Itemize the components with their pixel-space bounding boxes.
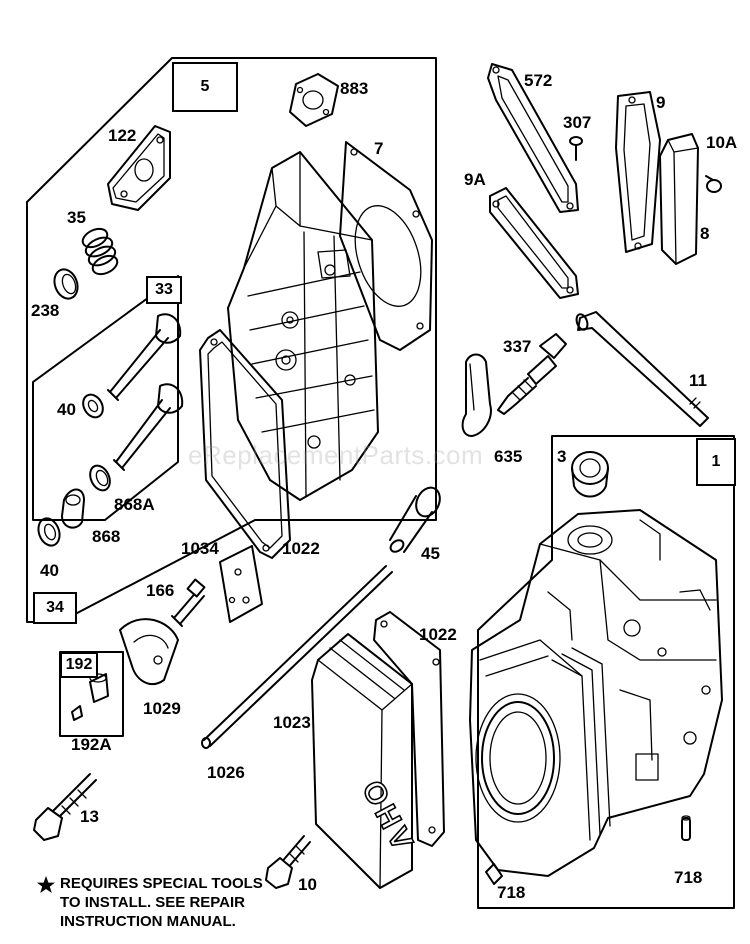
seal-868a-shape (89, 464, 111, 492)
tube-45-shape (389, 486, 441, 553)
part-label-3: 3 (557, 447, 567, 466)
part-label-13: 13 (80, 807, 99, 826)
part-label-10a: 10A (706, 133, 738, 152)
gasket-572-shape (487, 63, 579, 213)
note-line-2: TO INSTALL. SEE REPAIR (60, 894, 246, 911)
part-label-35: 35 (67, 208, 86, 227)
plug-boot-635-shape (461, 353, 492, 437)
gasket-883-shape (289, 73, 339, 127)
part-label-868a: 868A (114, 495, 155, 514)
cap-238-shape (53, 268, 79, 300)
part-label-10: 10 (298, 875, 317, 894)
part-label-1029: 1029 (143, 699, 181, 718)
rocker-cover-1023-shape (311, 633, 413, 889)
crankcase-1-shape (469, 509, 723, 877)
cover-plate-8-shape (659, 133, 699, 265)
group-label-5: 5 (172, 62, 238, 112)
part-label-718a: 718 (497, 883, 526, 902)
group-label-192: 192 (60, 652, 98, 678)
breather-tube-11-shape (575, 311, 709, 427)
part-label-883: 883 (340, 79, 369, 98)
seal-868-shape (61, 488, 85, 529)
part-label-1022b: 1022 (419, 625, 457, 644)
valve-spring-35-shape (81, 227, 119, 276)
gasket-9a-shape (489, 187, 579, 299)
part-label-635: 635 (494, 447, 523, 466)
part-label-8: 8 (700, 224, 710, 243)
retainer-40a-shape (82, 393, 104, 419)
valve-exhaust-shape (113, 383, 184, 471)
group-1-frame (477, 435, 735, 909)
special-tools-note: REQUIRES SPECIAL TOOLS TO INSTALL. SEE R… (40, 874, 263, 931)
part-label-868: 868 (92, 527, 121, 546)
part-label-45: 45 (421, 544, 440, 563)
group-label-33: 33 (146, 276, 182, 304)
screw-307-shape (569, 136, 583, 161)
cylinder-head-shape (227, 151, 379, 501)
bolt-10-shape (265, 835, 311, 889)
group-5-frame (26, 57, 437, 623)
plate-1034-shape (219, 545, 263, 623)
rocker-gasket-1022b-shape (373, 611, 445, 847)
cover-ohv-text: OHV (355, 775, 420, 858)
part-label-1022a: 1022 (282, 539, 320, 558)
part-label-122: 122 (108, 126, 137, 145)
valve-intake-shape (107, 313, 182, 401)
dowel-718a-shape (485, 863, 503, 885)
part-label-166: 166 (146, 581, 175, 600)
push-rod-1026-shape (201, 565, 393, 749)
adjuster-192-shape (71, 673, 109, 721)
group-label-34: 34 (33, 592, 77, 624)
part-label-40b: 40 (40, 561, 59, 580)
retainer-40b-shape (37, 517, 61, 547)
part-label-238: 238 (31, 301, 60, 320)
part-label-337: 337 (503, 337, 532, 356)
note-line-3: INSTRUCTION MANUAL. (60, 913, 236, 930)
bolt-13-shape (33, 773, 97, 841)
stud-166-shape (171, 578, 206, 627)
part-label-718b: 718 (674, 868, 703, 887)
spark-plug-337-shape (497, 333, 567, 415)
note-line-1: REQUIRES SPECIAL TOOLS (60, 875, 263, 892)
part-label-192a: 192A (71, 735, 112, 754)
screw-10a-shape (705, 175, 722, 193)
part-label-1023: 1023 (273, 713, 311, 732)
rocker-gasket-1022a-shape (199, 329, 291, 559)
star-icon (37, 876, 55, 893)
part-label-40a: 40 (57, 400, 76, 419)
part-label-1034: 1034 (181, 539, 219, 558)
group-33-frame (32, 275, 179, 521)
part-label-11: 11 (689, 371, 707, 390)
part-label-9a: 9A (464, 170, 486, 189)
part-label-7: 7 (374, 139, 384, 158)
dowel-718b-shape (681, 815, 691, 841)
part-label-307: 307 (563, 113, 592, 132)
part-label-1026: 1026 (207, 763, 245, 782)
group-label-1: 1 (696, 438, 736, 486)
part-label-9: 9 (656, 93, 666, 112)
oil-seal-3-shape (571, 451, 609, 498)
watermark-text: eReplacementParts.com (188, 440, 484, 470)
intake-spacer-122-shape (107, 125, 171, 211)
part-label-572: 572 (524, 71, 553, 90)
head-gasket-7-shape (339, 141, 433, 351)
rocker-arm-1029-shape (119, 618, 179, 685)
gasket-9-shape (615, 91, 661, 253)
